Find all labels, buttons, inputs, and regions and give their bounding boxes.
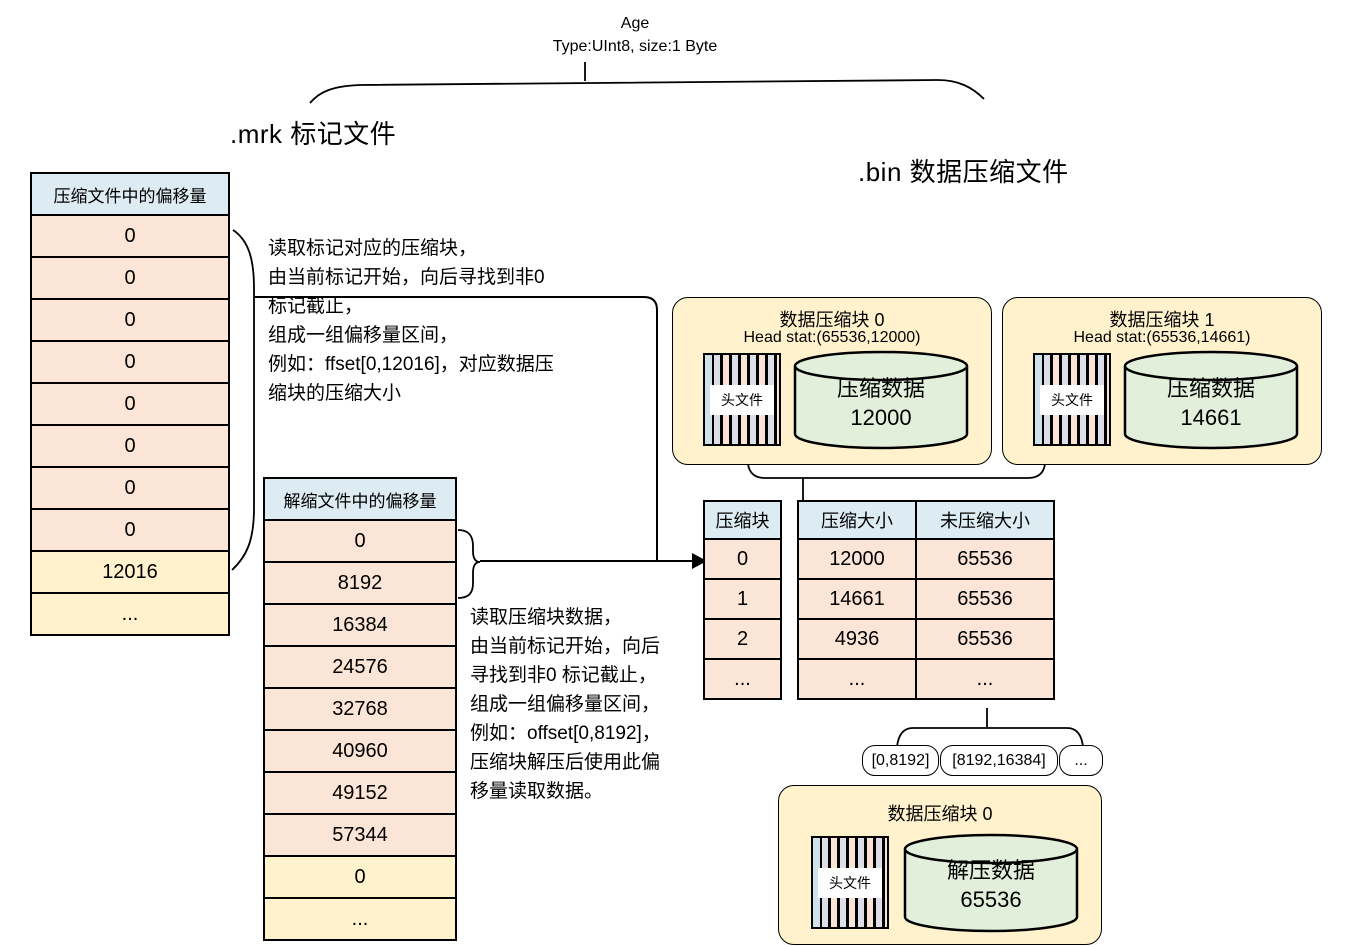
table-row: 40960: [265, 729, 455, 771]
table-row: 0: [705, 538, 780, 578]
cylinder-shape: [903, 833, 1079, 933]
header-file-label: 头文件: [818, 867, 882, 898]
note-line: 组成一组偏移量区间，: [268, 325, 459, 346]
age-subtitle: Type:UInt8, size:1 Byte: [552, 38, 718, 55]
note-block-read: 读取压缩块数据， 由当前标记开始，向后 寻找到非0 标记截止， 组成一组偏移量区…: [470, 603, 730, 806]
size-col-header: 未压缩大小: [915, 502, 1053, 538]
table-row: 32768: [265, 687, 455, 729]
table-row-highlight: 0: [265, 855, 455, 897]
block-index-table: 压缩块 0 1 2 ...: [703, 500, 782, 700]
cylinder-value: 65536: [960, 887, 1022, 912]
table-row: 0: [32, 508, 228, 550]
table-row-highlight: 12016: [32, 550, 228, 592]
decompressed-block: 数据压缩块 0 头文件 解压数据 65536: [778, 785, 1102, 945]
note-line: 组成一组偏移量区间，: [470, 694, 661, 715]
offset-range-pill: [0,8192]: [862, 745, 939, 776]
table-cell: 65536: [915, 578, 1053, 618]
header-file-box: 头文件: [703, 353, 781, 446]
table-row-ellipsis: ...: [265, 897, 455, 939]
table-row: 24576: [265, 645, 455, 687]
table-cell: 12000: [799, 538, 915, 578]
table-cell: 65536: [915, 538, 1053, 578]
cylinder-value: 14661: [1180, 405, 1242, 430]
compress-block-1: 数据压缩块 1 Head stat:(65536,14661) 头文件 压缩数据…: [1002, 297, 1322, 465]
decompress-offset-table: 解缩文件中的偏移量 0 8192 16384 24576 32768 40960…: [263, 477, 457, 941]
table-row-ellipsis: ...: [32, 592, 228, 634]
table-cell: 65536: [915, 618, 1053, 658]
cylinder-shape: [793, 350, 969, 450]
header-file-label: 头文件: [1040, 384, 1104, 415]
index-table-header: 压缩块: [705, 502, 780, 538]
block-head-stat: Head stat:(65536,12000): [743, 329, 921, 346]
table-row: 0: [32, 466, 228, 508]
bin-file-label: .bin 数据压缩文件: [858, 157, 1069, 187]
cylinder-text: 压缩数据 14661: [1123, 374, 1299, 432]
table-row: 8192: [265, 561, 455, 603]
table-row: 0: [32, 340, 228, 382]
note-line: 缩块的压缩大小: [268, 383, 402, 404]
decomp-table-header: 解缩文件中的偏移量: [265, 479, 455, 519]
size-col-header: 压缩大小: [799, 502, 915, 538]
age-title: Age: [620, 15, 650, 32]
compressed-data-cylinder: 压缩数据 14661: [1123, 350, 1299, 450]
note-line: 移量读取数据。: [470, 781, 604, 802]
block-title: 数据压缩块 1: [1109, 310, 1215, 330]
table-cell-ellipsis: ...: [915, 658, 1053, 698]
table-row: 0: [32, 382, 228, 424]
header-file-label: 头文件: [710, 384, 774, 415]
note-mark-read: 读取标记对应的压缩块， 由当前标记开始，向后寻找到非0 标记截止， 组成一组偏移…: [268, 234, 648, 408]
note-line: 由当前标记开始，向后寻找到非0: [268, 267, 545, 288]
cylinder-value: 12000: [850, 405, 912, 430]
cylinder-label: 压缩数据: [1166, 376, 1255, 401]
note-line: 例如：offset[0,8192]，: [470, 723, 661, 744]
mrk-brace: [231, 229, 255, 571]
decomp-brace: [457, 529, 481, 599]
offset-range-pill: [8192,16384]: [940, 745, 1058, 776]
header-file-box: 头文件: [1033, 353, 1111, 446]
table-cell: 14661: [799, 578, 915, 618]
table-row: 0: [32, 424, 228, 466]
table-row: 0: [32, 256, 228, 298]
table-cell: 4936: [799, 618, 915, 658]
table-cell-ellipsis: ...: [799, 658, 915, 698]
cylinder-label: 解压数据: [946, 858, 1035, 883]
compress-block-0: 数据压缩块 0 Head stat:(65536,12000) 头文件 压缩数据…: [672, 297, 992, 465]
table-row: 1: [705, 578, 780, 618]
note-line: 由当前标记开始，向后: [470, 636, 661, 657]
table-row: 16384: [265, 603, 455, 645]
table-row: 0: [32, 214, 228, 256]
offset-range-pill-ellipsis: ...: [1059, 745, 1103, 776]
table-row: 0: [265, 519, 455, 561]
note-line: 读取标记对应的压缩块，: [268, 238, 478, 259]
table-row: 57344: [265, 813, 455, 855]
compressed-data-cylinder: 压缩数据 12000: [793, 350, 969, 450]
note-line: 例如：ffset[0,12016]，对应数据压: [268, 354, 554, 375]
mrk-table-header: 压缩文件中的偏移量: [32, 174, 228, 214]
age-annotation: Age Type:UInt8, size:1 Byte: [440, 12, 830, 58]
table-row: 2: [705, 618, 780, 658]
table-row: 49152: [265, 771, 455, 813]
decompressed-data-cylinder: 解压数据 65536: [903, 832, 1079, 934]
table-row: 0: [32, 298, 228, 340]
note-line: 压缩块解压后使用此偏: [470, 752, 661, 773]
header-file-box: 头文件: [811, 836, 889, 929]
block-title: 数据压缩块 0: [779, 310, 885, 330]
mrk-file-label: .mrk 标记文件: [230, 119, 397, 149]
note-line: 读取压缩块数据，: [470, 607, 623, 628]
note-line: 寻找到非0 标记截止，: [470, 665, 657, 686]
note-line: 标记截止，: [268, 296, 364, 317]
cylinder-shape: [1123, 350, 1299, 450]
top-brace: [309, 79, 985, 104]
table-row-ellipsis: ...: [705, 658, 780, 698]
cylinder-text: 压缩数据 12000: [793, 374, 969, 432]
cylinder-text: 解压数据 65536: [903, 856, 1079, 914]
cylinder-label: 压缩数据: [836, 376, 925, 401]
mrk-offset-table: 压缩文件中的偏移量 0 0 0 0 0 0 0 0 12016 ...: [30, 172, 230, 636]
block-title: 数据压缩块 0: [887, 804, 993, 824]
block-size-table: 压缩大小 未压缩大小 12000 65536 14661 65536 4936 …: [797, 500, 1055, 700]
block-head-stat: Head stat:(65536,14661): [1073, 329, 1251, 346]
blocks-brace: [747, 463, 1046, 479]
